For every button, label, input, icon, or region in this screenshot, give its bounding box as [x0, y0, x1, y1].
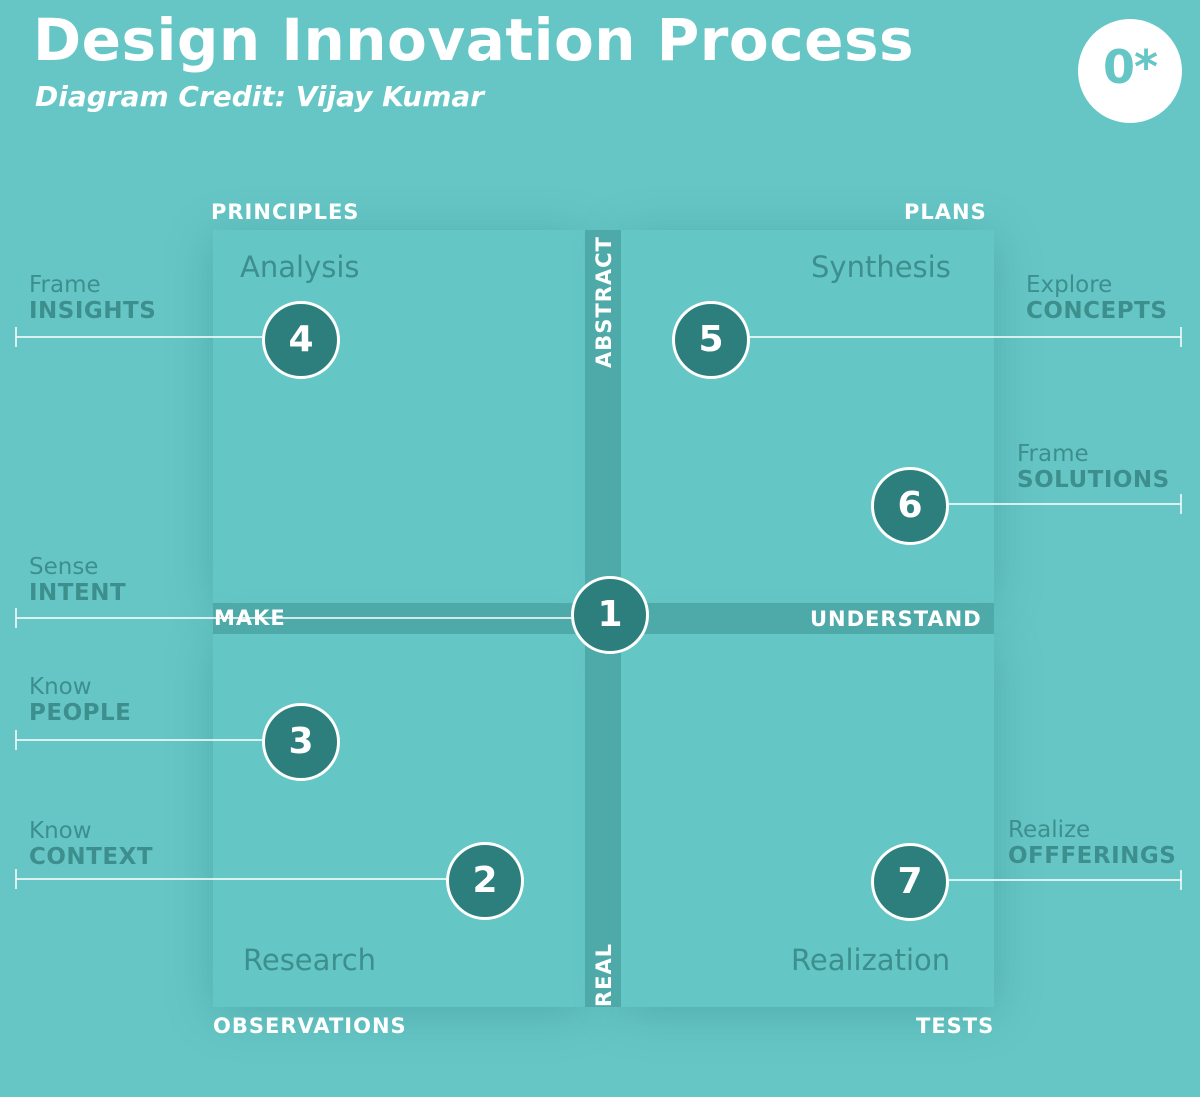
step-5-label: Explore CONCEPTS	[1026, 272, 1167, 325]
axis-label-real: REAL	[592, 942, 616, 1007]
corner-label-observations: OBSERVATIONS	[213, 1014, 407, 1038]
axis-label-make: MAKE	[214, 606, 286, 630]
step-3-verb: Know	[29, 674, 92, 700]
logo-text: 0*	[1102, 40, 1158, 94]
step-2-circle: 2	[446, 842, 524, 920]
page-title: Design Innovation Process	[33, 6, 914, 74]
step-4-circle: 4	[262, 301, 340, 379]
quadrant-title-realization: Realization	[791, 943, 951, 977]
quadrant-title-research: Research	[243, 943, 377, 977]
step-5-verb: Explore	[1026, 272, 1113, 298]
quadrant-title-analysis: Analysis	[240, 250, 360, 284]
axis-label-understand: UNDERSTAND	[810, 607, 982, 631]
step-3-noun: PEOPLE	[29, 700, 132, 727]
corner-label-plans: PLANS	[904, 200, 987, 224]
step-6-noun: SOLUTIONS	[1017, 467, 1170, 494]
step-1-verb: Sense	[29, 554, 99, 580]
corner-label-principles: PRINCIPLES	[211, 200, 360, 224]
diagram-credit: Diagram Credit: Vijay Kumar	[35, 80, 485, 113]
step-6-label: Frame SOLUTIONS	[1017, 441, 1170, 494]
step-7-label: Realize OFFFERINGS	[1008, 817, 1176, 870]
step-4-label: Frame INSIGHTS	[29, 272, 156, 325]
step-5-noun: CONCEPTS	[1026, 298, 1168, 325]
step-4-noun: INSIGHTS	[29, 298, 157, 325]
step-7-circle: 7	[871, 843, 949, 921]
logo-badge	[1078, 19, 1182, 123]
step-1-noun: INTENT	[29, 580, 127, 607]
quadrant-top-right	[621, 230, 994, 603]
step-1-circle: 1	[571, 576, 649, 654]
axis-label-abstract: ABSTRACT	[592, 236, 616, 368]
quadrant-bottom-right	[621, 634, 994, 1007]
step-2-noun: CONTEXT	[29, 844, 154, 871]
quadrant-bottom-left	[213, 634, 585, 1007]
step-3-label: Know PEOPLE	[29, 674, 131, 727]
quadrant-top-left	[213, 230, 585, 603]
step-5-circle: 5	[672, 301, 750, 379]
corner-label-tests: TESTS	[916, 1014, 995, 1038]
step-2-label: Know CONTEXT	[29, 818, 153, 871]
step-7-noun: OFFFERINGS	[1008, 843, 1177, 870]
step-2-verb: Know	[29, 818, 92, 844]
step-7-verb: Realize	[1008, 817, 1091, 843]
step-6-circle: 6	[871, 467, 949, 545]
step-4-verb: Frame	[29, 272, 101, 298]
quadrant-title-synthesis: Synthesis	[811, 250, 951, 284]
step-1-label: Sense INTENT	[29, 554, 126, 607]
step-6-verb: Frame	[1017, 441, 1089, 467]
step-3-circle: 3	[262, 703, 340, 781]
